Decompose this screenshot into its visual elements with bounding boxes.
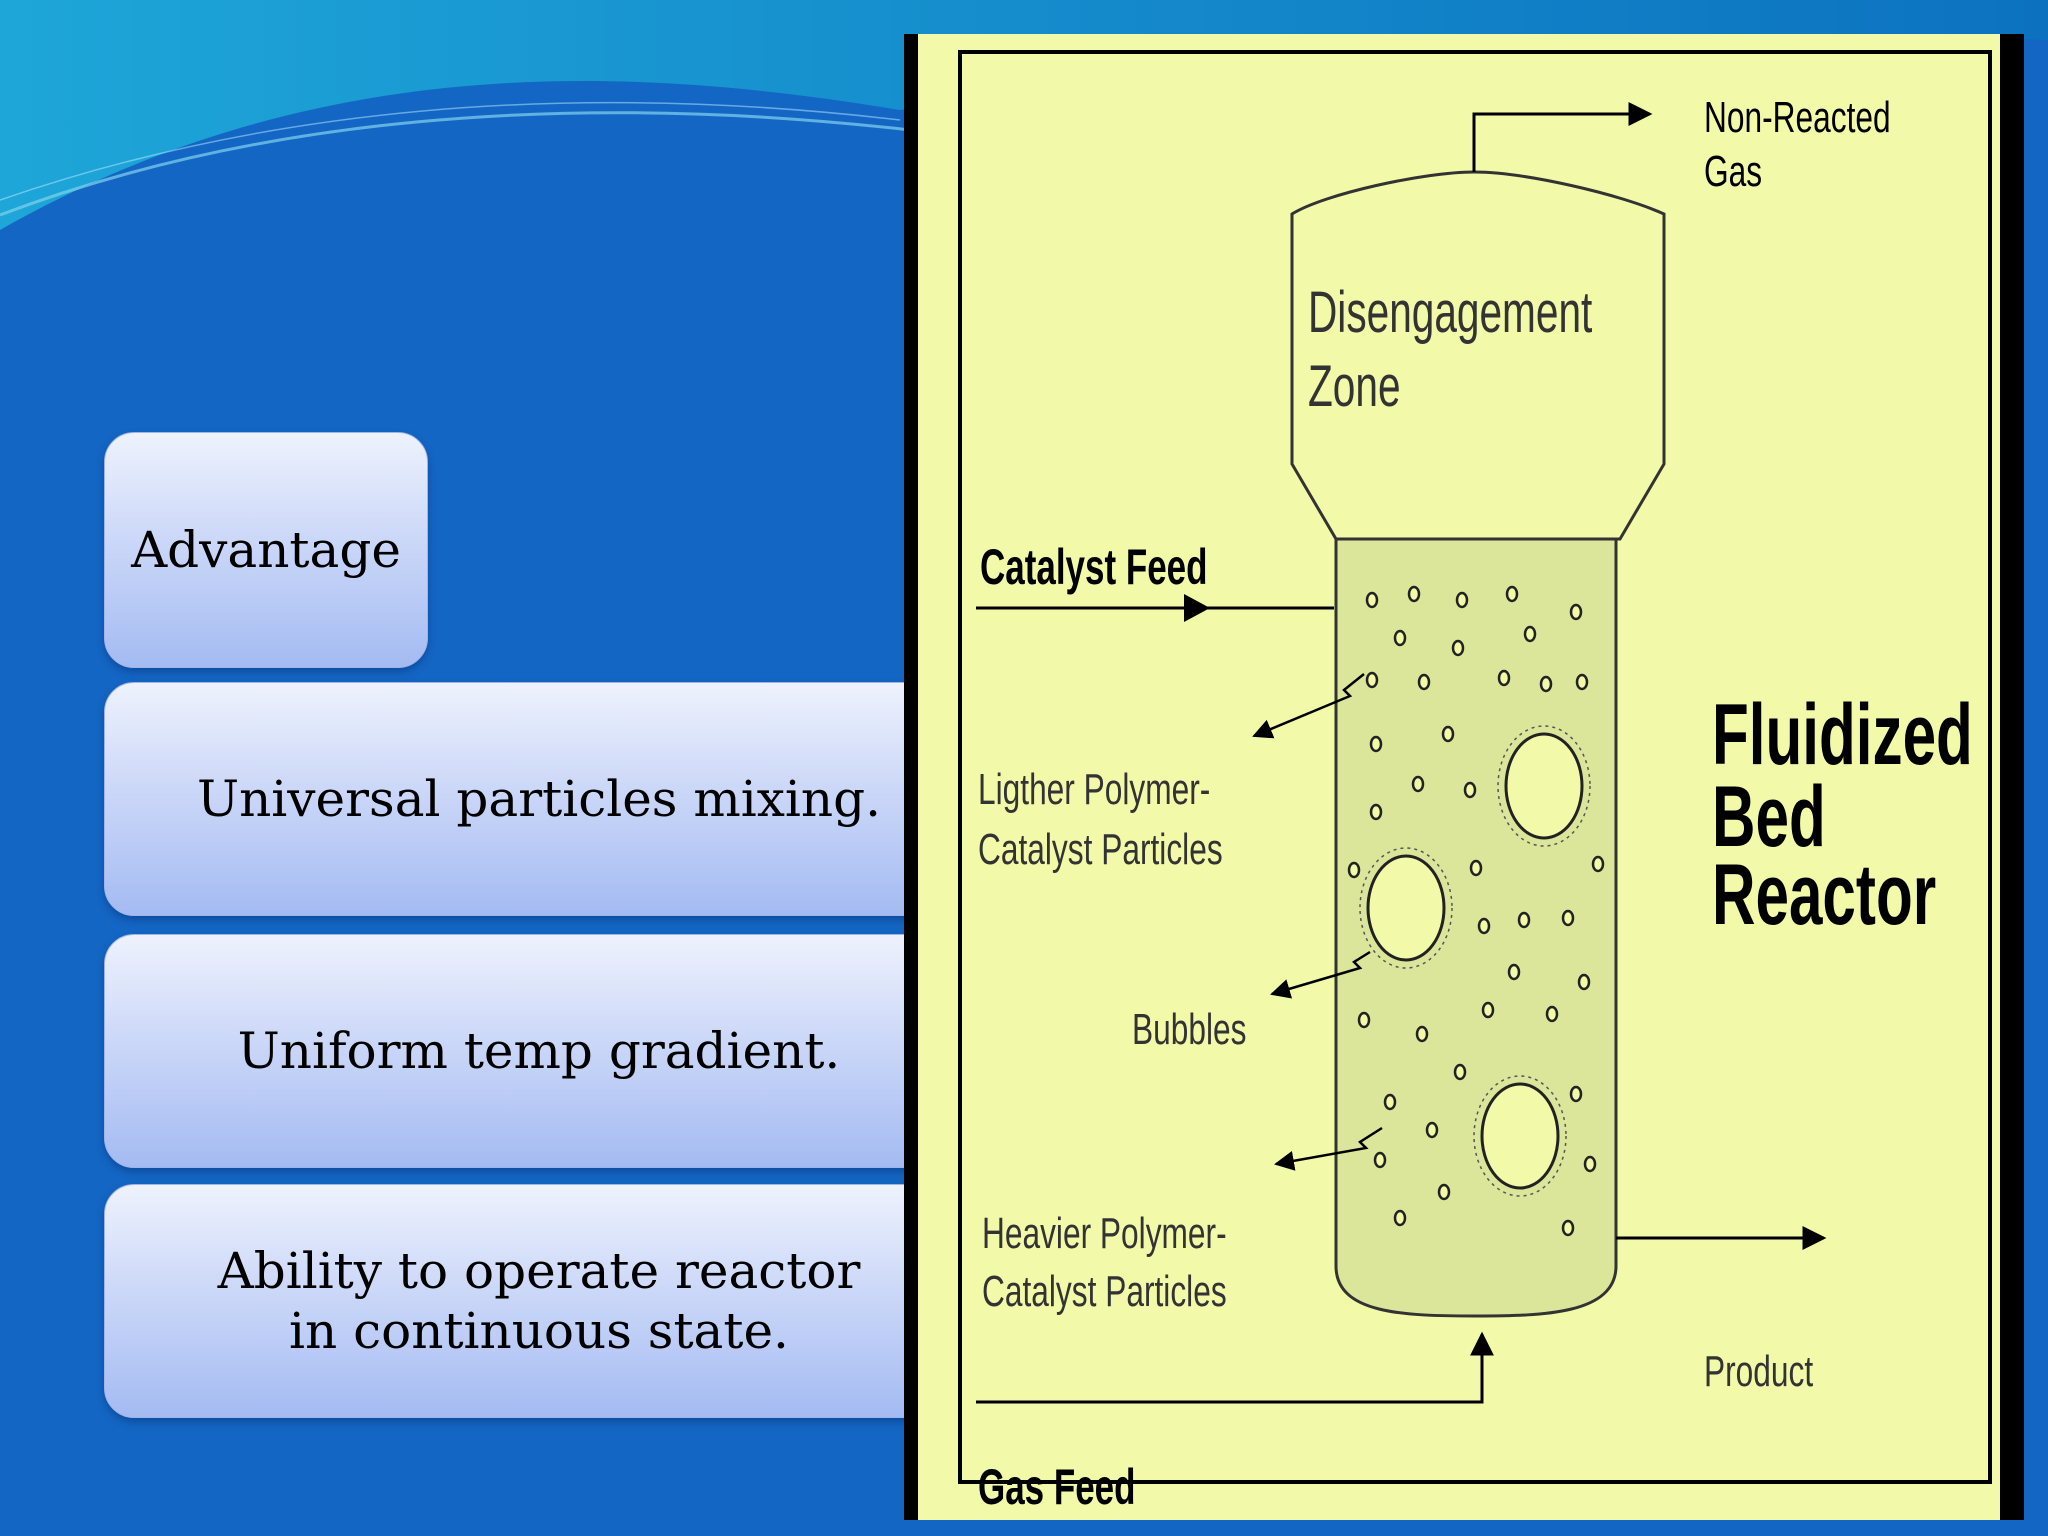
- advantage-item-3-label: Ability to operate reactor in continuous…: [217, 1242, 861, 1360]
- non-reacted-gas-label: Non-Reacted: [1704, 93, 1891, 142]
- diagram-title-2: Bed: [1712, 768, 1826, 864]
- leader-arrows: [1252, 673, 1383, 1171]
- diagram-inner-border: [958, 50, 1992, 1484]
- non-reacted-gas-label-2: Gas: [1704, 147, 1762, 196]
- gas-feed-line: [976, 1331, 1494, 1404]
- large-bubbles: [1366, 732, 1584, 1190]
- disengagement-zone-label-2: Zone: [1308, 354, 1401, 419]
- advantage-item-2: Uniform temp gradient.: [104, 934, 924, 1168]
- advantage-item-3: Ability to operate reactor in continuous…: [104, 1184, 924, 1418]
- bubble-halos: [1359, 725, 1591, 1197]
- advantage-header-label: Advantage: [131, 521, 401, 579]
- advantage-item-1: Universal particles mixing.: [104, 682, 924, 916]
- diagram-title-3: Reactor: [1712, 846, 1936, 942]
- disengagement-zone-vessel: [1290, 170, 1666, 541]
- heavier-particles-label-2: Catalyst Particles: [982, 1267, 1227, 1316]
- catalyst-particles: [1347, 585, 1605, 1237]
- advantage-item-2-label: Uniform temp gradient.: [237, 1022, 841, 1080]
- disengagement-zone-label: Disengagement: [1308, 280, 1592, 345]
- bubble: [1480, 1082, 1560, 1190]
- gas-feed-label: Gas Feed: [978, 1460, 1136, 1516]
- catalyst-feed-arrow: [1184, 594, 1210, 622]
- lighter-particles-label: Ligther Polymer-: [978, 765, 1210, 814]
- fluidized-bed-reactor-diagram: Non-Reacted Gas Disengagement Zone Catal…: [904, 34, 2024, 1520]
- lighter-particles-label-2: Catalyst Particles: [978, 825, 1223, 874]
- bubbles-label: Bubbles: [1132, 1005, 1246, 1054]
- diagram-title: Fluidized: [1712, 686, 1973, 782]
- bubble: [1366, 854, 1446, 962]
- catalyst-feed-label: Catalyst Feed: [980, 540, 1208, 596]
- advantage-item-1-label: Universal particles mixing.: [196, 770, 882, 828]
- non-reacted-gas-pipe: [1472, 102, 1653, 172]
- bubble: [1504, 732, 1584, 840]
- heavier-particles-label: Heavier Polymer-: [982, 1209, 1227, 1258]
- product-label: Product: [1704, 1347, 1813, 1396]
- advantage-header: Advantage: [104, 432, 428, 668]
